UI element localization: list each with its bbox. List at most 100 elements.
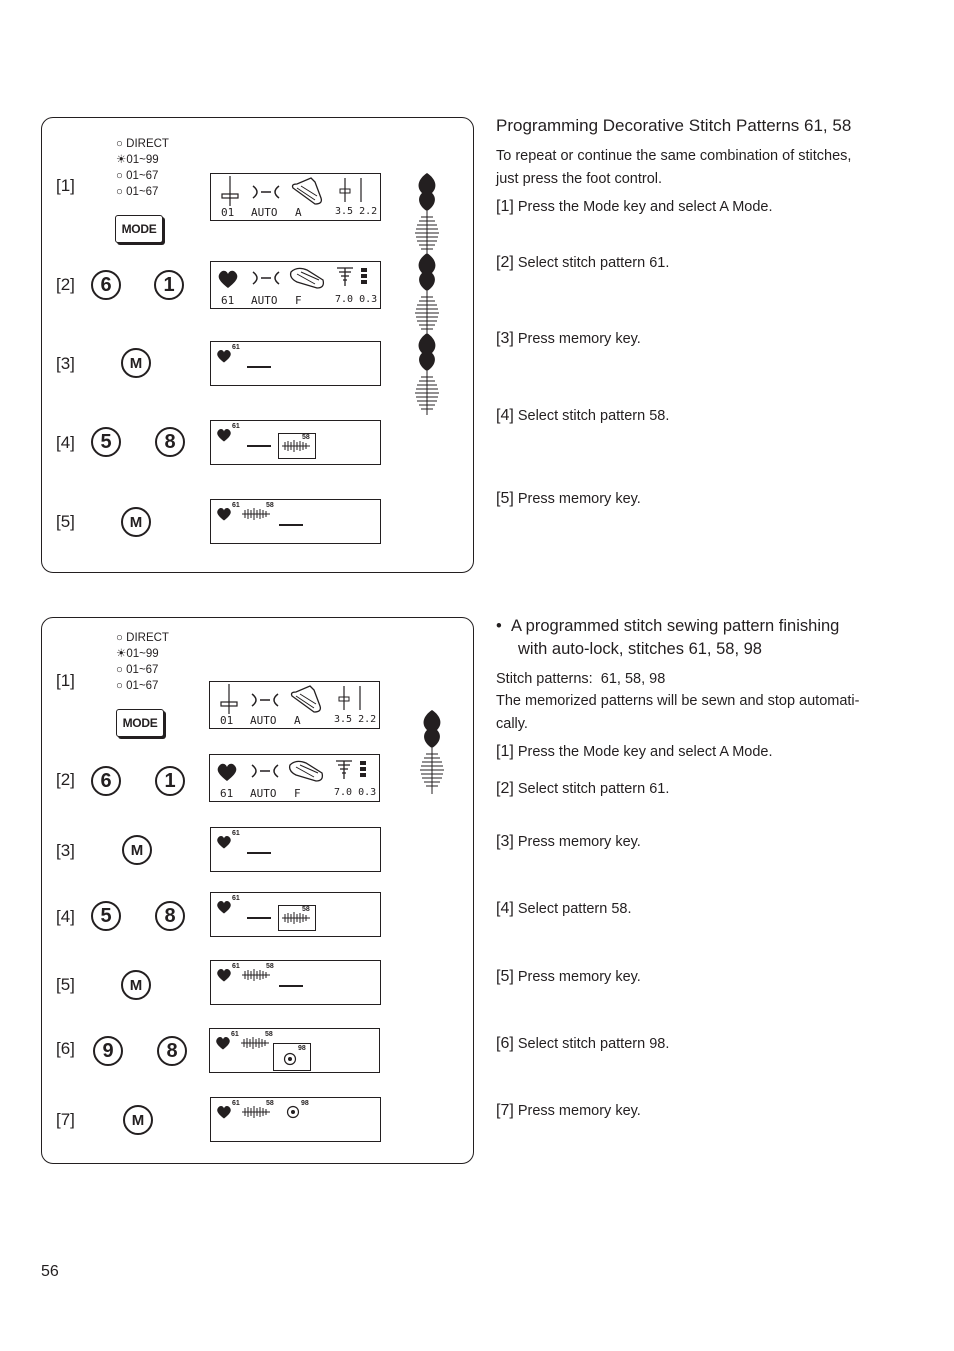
step-number: [2] — [496, 254, 514, 271]
radio-empty-icon: ○ — [116, 170, 127, 182]
section2-bullet: • — [496, 617, 502, 635]
mode-button[interactable]: MODE — [115, 215, 163, 243]
lcd-pattern-number: 01 — [221, 206, 235, 219]
lcd-display-memory-61-58: 61 58 — [210, 420, 381, 465]
step-text: Select stitch pattern 98. — [517, 1036, 670, 1052]
step-text: Press the Mode key and select A Mode. — [517, 199, 773, 215]
digit-key-8[interactable]: 8 — [155, 901, 185, 931]
step-number: [2] — [496, 780, 514, 797]
lcd-mode-letter: F — [295, 294, 302, 307]
digit-key-9[interactable]: 9 — [93, 1036, 123, 1066]
memory-key[interactable]: M — [121, 507, 151, 537]
step-text: Press memory key. — [517, 969, 641, 985]
page-number: 56 — [41, 1263, 59, 1280]
step-text: Select pattern 58. — [517, 901, 632, 917]
pattern-58-superscript: 58 — [302, 434, 310, 441]
pattern-58-superscript: 58 — [266, 1100, 274, 1107]
feather-stitch-icon — [282, 912, 310, 924]
step-number: [3] — [496, 330, 514, 347]
step-label-2: [2] — [56, 770, 75, 789]
step-label-4: [4] — [56, 433, 75, 452]
memory-key[interactable]: M — [121, 970, 151, 1000]
stitch-length-icon — [338, 686, 361, 710]
mode-option-c: 01~67 — [126, 186, 159, 198]
heart-stitch-icon — [217, 969, 231, 982]
mode-button[interactable]: MODE — [116, 709, 164, 737]
section2-intro-line1: The memorized patterns will be sewn and … — [496, 693, 860, 709]
presser-foot-icon — [290, 685, 322, 713]
lcd-pattern-number: 01 — [220, 714, 234, 727]
cursor-underline — [247, 917, 271, 919]
lcd-display-memory-61-58-stored: 61 58 — [210, 960, 381, 1005]
digit-key-5[interactable]: 5 — [91, 901, 121, 931]
step-number: [5] — [496, 968, 514, 985]
section2-step-6: [6] Select stitch pattern 98. — [496, 1032, 669, 1056]
step-text: Press memory key. — [517, 1103, 641, 1119]
pattern-58-superscript: 58 — [265, 1031, 273, 1038]
lcd-display-memory-61: 61 — [210, 341, 381, 386]
feather-stitch-icon — [241, 1037, 269, 1049]
digit-key-1[interactable]: 1 — [154, 270, 184, 300]
radio-empty-icon: ○ — [116, 138, 127, 150]
cursor-underline — [279, 985, 303, 987]
digit-key-8[interactable]: 8 — [157, 1036, 187, 1066]
auto-lock-icon — [283, 1052, 297, 1066]
step-label-1: [1] — [56, 176, 75, 195]
step-label-3: [3] — [56, 354, 75, 373]
step-number: [5] — [496, 490, 514, 507]
step-text: Press memory key. — [517, 834, 641, 850]
step-text: Press memory key. — [517, 331, 641, 347]
pattern-61-superscript: 61 — [232, 895, 240, 902]
pattern-61-superscript: 61 — [232, 830, 240, 837]
tension-icon — [251, 764, 279, 778]
memory-key[interactable]: M — [121, 348, 151, 378]
heart-stitch-icon — [217, 901, 231, 914]
tension-icon — [251, 693, 279, 707]
pattern-98-highlight-box: 98 — [273, 1043, 311, 1071]
section2-patterns-line: Stitch patterns: 61, 58, 98 — [496, 671, 666, 687]
digit-key-6[interactable]: 6 — [91, 270, 121, 300]
memory-key[interactable]: M — [122, 835, 152, 865]
lcd-display-straight-stitch: 01 AUTO A 3.5 2.2 — [210, 173, 381, 221]
step-number: [4] — [496, 407, 514, 424]
lcd-auto-label: AUTO — [250, 787, 277, 800]
pattern-61-superscript: 61 — [232, 1100, 240, 1107]
step-text: Select stitch pattern 58. — [517, 408, 670, 424]
lcd-display-pattern-61: 61 AUTO F 7.0 0.3 — [210, 261, 381, 309]
step-text: Select stitch pattern 61. — [517, 781, 670, 797]
step-number: [6] — [496, 1035, 514, 1052]
step-label-5: [5] — [56, 975, 75, 994]
step-label-2: [2] — [56, 275, 75, 294]
tension-icon — [252, 185, 280, 199]
sun-indicator-icon: ☀ — [116, 154, 127, 166]
step-number: [3] — [496, 833, 514, 850]
feather-stitch-icon — [242, 969, 270, 981]
pattern-61-superscript: 61 — [232, 423, 240, 430]
pattern-98-superscript: 98 — [298, 1045, 306, 1052]
section1-intro-line2: just press the foot control. — [496, 171, 663, 187]
step-label-3: [3] — [56, 841, 75, 860]
pattern-58-highlight-box: 58 — [278, 905, 316, 931]
section2-heading-line2: with auto-lock, stitches 61, 58, 98 — [518, 640, 762, 658]
digit-key-1[interactable]: 1 — [155, 766, 185, 796]
step-number: [1] — [496, 198, 514, 215]
stitch-width-icon — [336, 760, 366, 779]
mode-option-c: 01~67 — [126, 680, 159, 692]
lcd-display-memory-61-58: 61 58 — [210, 892, 381, 937]
digit-key-8[interactable]: 8 — [155, 427, 185, 457]
auto-lock-icon — [286, 1105, 300, 1119]
section2-heading-line1: A programmed stitch sewing pattern finis… — [511, 617, 840, 635]
lcd-auto-label: AUTO — [250, 714, 277, 727]
lcd-display-straight-stitch: 01 AUTO A 3.5 2.2 — [209, 681, 380, 729]
memory-key[interactable]: M — [123, 1105, 153, 1135]
lcd-values: 7.0 0.3 — [334, 787, 377, 798]
section1-intro-line1: To repeat or continue the same combinati… — [496, 148, 852, 164]
illustration-panel-2: [1] [2] [3] [4] [5] [6] [7] ○ DIRECT ☀01… — [41, 617, 474, 1164]
digit-key-5[interactable]: 5 — [91, 427, 121, 457]
heart-stitch-icon — [216, 1037, 230, 1050]
mode-option-a: 01~99 — [126, 648, 159, 660]
digit-key-6[interactable]: 6 — [91, 766, 121, 796]
step-label-4: [4] — [56, 907, 75, 926]
feather-stitch-icon — [242, 1106, 270, 1118]
feather-stitch-icon — [242, 508, 270, 520]
